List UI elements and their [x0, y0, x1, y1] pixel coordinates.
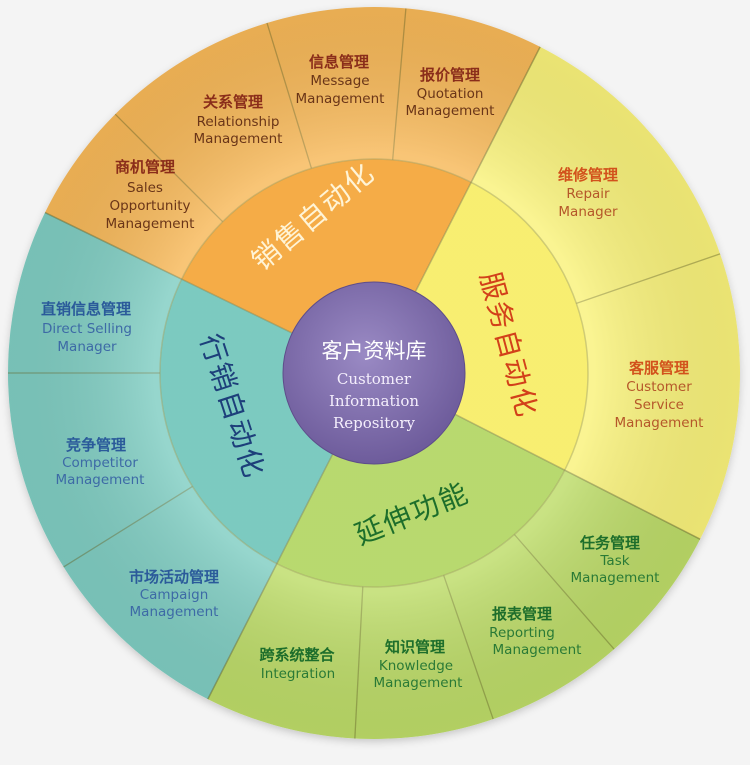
module-cn: 竞争管理 [66, 436, 126, 454]
module-en: Manager [57, 339, 117, 355]
module-en: Knowledge [379, 658, 453, 674]
module-en: Management [194, 131, 283, 147]
module-en: Manager [558, 204, 618, 220]
module-en: Opportunity [109, 198, 190, 214]
module-en: Campaign [140, 587, 209, 603]
center-circle [282, 281, 466, 465]
module-en: Direct Selling [42, 321, 132, 337]
module-cn: 客服管理 [628, 359, 689, 377]
module-cn: 跨系统整合 [259, 646, 335, 664]
module-competitor[interactable]: 竞争管理 Competitor Management [56, 436, 145, 488]
module-en: Management [615, 415, 704, 431]
module-en: Management [374, 675, 463, 691]
module-en: Customer [626, 379, 692, 395]
module-sales-opportunity[interactable]: 商机管理 Sales Opportunity Management [106, 158, 195, 232]
module-campaign[interactable]: 市场活动管理 Campaign Management [129, 568, 219, 620]
module-cn: 直销信息管理 [41, 300, 131, 318]
module-cn: 信息管理 [309, 53, 369, 71]
module-en: Management [296, 91, 385, 107]
module-message[interactable]: 信息管理 Message Management [296, 53, 385, 107]
module-integration[interactable]: 跨系统整合 Integration [259, 646, 335, 682]
center-title-cn: 客户资料库 [322, 339, 427, 363]
center-title-en-2: Information [329, 392, 419, 410]
module-en: Repair [566, 186, 610, 202]
module-en: Competitor [62, 455, 138, 471]
module-reporting[interactable]: 报表管理 Reporting Management [489, 605, 581, 658]
module-en: Sales [127, 180, 163, 196]
module-task[interactable]: 任务管理 Task Management [571, 534, 660, 586]
center-title-en-1: Customer [337, 370, 412, 388]
module-cn: 商机管理 [115, 158, 175, 176]
module-en: Message [310, 73, 369, 89]
module-cn: 报价管理 [420, 66, 480, 84]
center-hub[interactable]: 客户资料库 Customer Information Repository [282, 281, 466, 465]
module-en: Relationship [197, 114, 280, 130]
module-cn: 知识管理 [385, 638, 445, 656]
module-cn: 任务管理 [579, 534, 640, 552]
module-en: Management [571, 570, 660, 586]
module-cn: 报表管理 [492, 605, 552, 623]
center-title-en-3: Repository [333, 414, 416, 432]
module-en: Service [634, 397, 684, 413]
module-en: Reporting [489, 625, 555, 641]
module-en: Management [130, 604, 219, 620]
module-cn: 市场活动管理 [129, 568, 219, 586]
module-cn: 关系管理 [203, 93, 263, 111]
module-en: Task [599, 553, 629, 569]
module-en: Management [56, 472, 145, 488]
module-customer-service[interactable]: 客服管理 Customer Service Management [615, 359, 704, 431]
module-en: Management [406, 103, 495, 119]
module-en: Management [106, 216, 195, 232]
module-cn: 维修管理 [558, 166, 618, 184]
module-direct-selling[interactable]: 直销信息管理 Direct Selling Manager [41, 300, 132, 355]
module-repair[interactable]: 维修管理 Repair Manager [558, 166, 618, 220]
module-knowledge[interactable]: 知识管理 Knowledge Management [374, 638, 463, 691]
module-en: Management [493, 642, 582, 658]
module-quotation[interactable]: 报价管理 Quotation Management [406, 66, 495, 119]
module-relationship[interactable]: 关系管理 Relationship Management [194, 93, 283, 147]
module-en: Integration [261, 666, 335, 682]
module-en: Quotation [417, 86, 484, 102]
